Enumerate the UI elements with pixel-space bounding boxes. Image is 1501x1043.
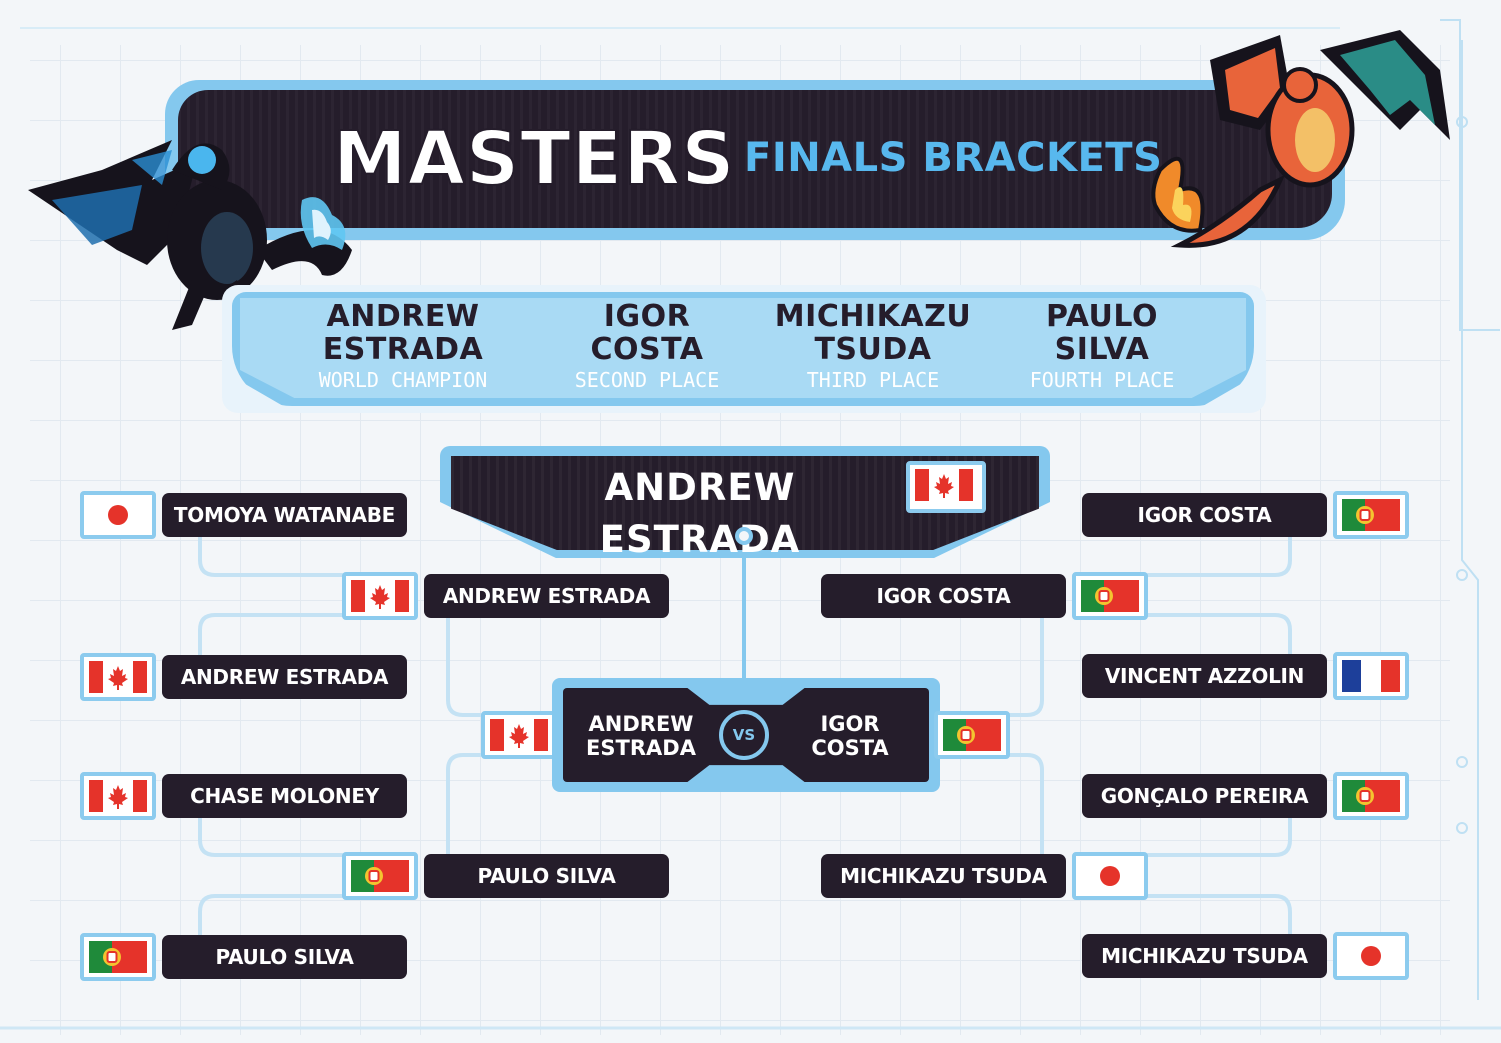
japan-flag-icon [89,499,147,531]
bracket-semifinal-paulo-silva: PAULO SILVA [425,855,668,897]
bracket-semifinal-michikazu-tsuda: MICHIKAZU TSUDA [822,855,1065,897]
flag-icon [934,711,1010,759]
standing-third: MICHIKAZU TSUDA THIRD PLACE [758,300,988,394]
france-flag-icon [1342,660,1400,692]
bracket-semifinal-igor-costa: IGOR COSTA [822,575,1065,617]
bracket-player-chase-moloney: CHASE MOLONEY [163,775,406,817]
bracket-player-vincent-azzolin: VINCENT AZZOLIN [1083,655,1326,697]
page-subtitle: FINALS BRACKETS [744,135,1163,181]
header-banner [178,90,1332,228]
standings-panel [240,298,1246,398]
flag-icon [1072,852,1148,900]
bracket-player-michikazu-tsuda: MICHIKAZU TSUDA [1083,935,1326,977]
page-title: MASTERS [332,115,736,203]
flag-icon [80,772,156,820]
bracket-connector-dot [735,527,753,545]
standing-name: PAULO SILVA [1046,299,1158,367]
portugal-flag-icon [1342,499,1400,531]
canada-flag-icon [89,661,147,693]
canada-flag-icon [89,780,147,812]
left-dragon-illustration [28,140,352,330]
champion-flag [906,461,986,513]
bracket-player-goncalo-pereira: GONÇALO PEREIRA [1083,775,1326,817]
standing-place: FOURTH PLACE [1029,368,1175,392]
bracket-player-igor-costa: IGOR COSTA [1083,494,1326,536]
flag-icon [1072,572,1148,620]
standing-place: THIRD PLACE [806,368,940,392]
flag-icon [342,572,418,620]
standing-name: MICHIKAZU TSUDA [774,299,972,367]
flag-icon [1333,491,1409,539]
canada-flag-icon [915,469,973,501]
portugal-flag-icon [351,860,409,892]
flag-icon [80,653,156,701]
flag-icon [1333,932,1409,980]
flag-icon [481,711,557,759]
right-dragon-illustration [1151,30,1450,248]
flag-icon [1333,772,1409,820]
champion-name: ANDREW ESTRADA [599,466,801,561]
standing-place: SECOND PLACE [574,368,720,392]
final-player-right: IGOR COSTA [811,712,889,760]
standing-second: IGOR COSTA SECOND PLACE [532,300,762,394]
bracket-player-andrew-estrada: ANDREW ESTRADA [163,656,406,698]
japan-flag-icon [1081,860,1139,892]
flag-icon [342,852,418,900]
canada-flag-icon [490,719,548,751]
bracket-player-tomoya-watanabe: TOMOYA WATANABE [163,494,406,536]
japan-flag-icon [1342,940,1400,972]
standing-first: ANDREW ESTRADA WORLD CHAMPION [288,300,518,394]
standing-name: ANDREW ESTRADA [322,299,484,367]
portugal-flag-icon [1342,780,1400,812]
portugal-flag-icon [89,941,147,973]
standing-place: WORLD CHAMPION [318,368,488,392]
flag-icon [80,933,156,981]
portugal-flag-icon [1081,580,1139,612]
standing-name: IGOR COSTA [590,299,704,367]
standing-fourth: PAULO SILVA FOURTH PLACE [987,300,1217,394]
flag-icon [80,491,156,539]
versus-badge: VS [719,710,769,760]
flag-icon [1333,652,1409,700]
bracket-player-paulo-silva: PAULO SILVA [163,936,406,978]
final-player-left: ANDREW ESTRADA [586,712,696,760]
bracket-semifinal-andrew-estrada: ANDREW ESTRADA [425,575,668,617]
portugal-flag-icon [943,719,1001,751]
canada-flag-icon [351,580,409,612]
